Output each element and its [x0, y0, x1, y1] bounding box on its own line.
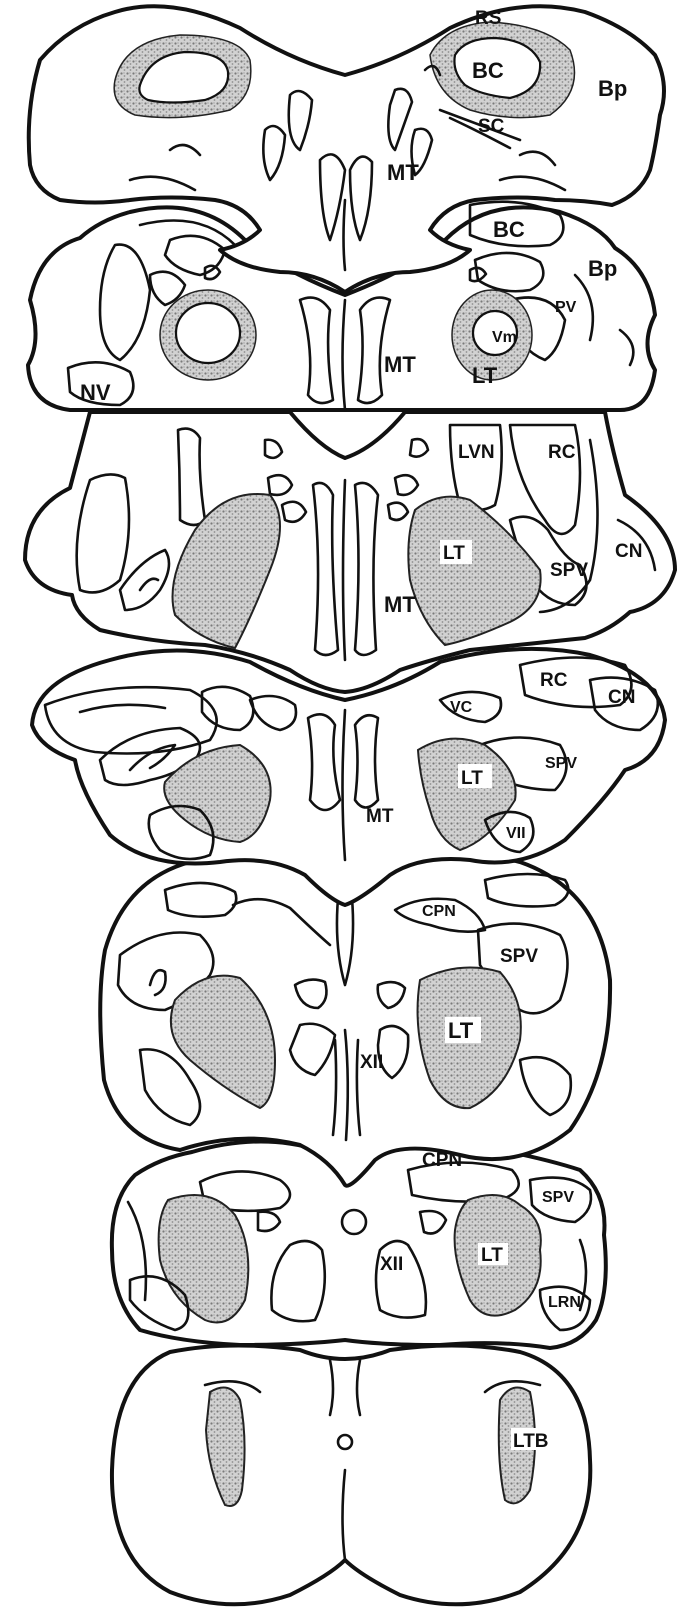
- svg-text:VII: VII: [506, 825, 526, 842]
- svg-text:BC: BC: [472, 58, 504, 83]
- label-cn-4: CN: [608, 687, 635, 708]
- svg-text:LT: LT: [448, 1018, 474, 1043]
- svg-text:MT: MT: [366, 806, 394, 827]
- svg-text:VC: VC: [450, 699, 473, 716]
- svg-text:CPN: CPN: [422, 903, 456, 920]
- svg-text:PV: PV: [555, 299, 577, 316]
- svg-text:SPV: SPV: [550, 560, 588, 581]
- label-mt-4: MT: [366, 806, 394, 827]
- label-xii-6: XII: [380, 1254, 403, 1275]
- label-lt-6: LT: [478, 1243, 508, 1266]
- svg-text:LT: LT: [461, 768, 483, 789]
- section-spinal-cord: LTB: [112, 1345, 590, 1604]
- label-sc: SC: [478, 116, 505, 137]
- label-ltb: LTB: [511, 1428, 553, 1452]
- label-spv-4: SPV: [545, 755, 577, 772]
- svg-text:LT: LT: [481, 1245, 503, 1266]
- label-spv-5: SPV: [500, 946, 538, 967]
- label-bp-2: Bp: [588, 256, 617, 281]
- label-mt-1: MT: [387, 160, 419, 185]
- svg-text:MT: MT: [384, 592, 416, 617]
- svg-text:Bp: Bp: [598, 76, 627, 101]
- svg-text:LTB: LTB: [513, 1431, 549, 1452]
- svg-text:RC: RC: [540, 670, 568, 691]
- label-lt-4: LT: [458, 764, 492, 789]
- svg-text:XII: XII: [360, 1052, 383, 1073]
- svg-text:RC: RC: [548, 442, 576, 463]
- svg-text:SPV: SPV: [542, 1189, 574, 1206]
- svg-text:RS: RS: [475, 8, 501, 29]
- label-pv: PV: [555, 299, 577, 316]
- svg-text:SPV: SPV: [500, 946, 538, 967]
- section-medulla: CPN SPV LT XII: [100, 853, 610, 1185]
- svg-text:SC: SC: [478, 116, 505, 137]
- label-cpn-5: CPN: [422, 903, 456, 920]
- label-vm: Vm: [492, 329, 517, 346]
- svg-text:LRN: LRN: [548, 1294, 581, 1311]
- label-spv-6: SPV: [542, 1189, 574, 1206]
- svg-text:BC: BC: [493, 217, 525, 242]
- svg-text:SPV: SPV: [545, 755, 577, 772]
- label-lt-2: LT: [472, 363, 498, 388]
- label-rc-3: RC: [548, 442, 576, 463]
- label-lrn: LRN: [548, 1294, 581, 1311]
- label-mt-2: MT: [384, 352, 416, 377]
- label-bc-2: BC: [493, 217, 525, 242]
- label-vc: VC: [450, 699, 473, 716]
- label-cn-3: CN: [615, 541, 642, 562]
- svg-text:MT: MT: [384, 352, 416, 377]
- svg-text:NV: NV: [80, 380, 111, 405]
- label-vii: VII: [506, 825, 526, 842]
- label-mt-3: MT: [384, 592, 416, 617]
- svg-text:Bp: Bp: [588, 256, 617, 281]
- svg-text:CN: CN: [615, 541, 642, 562]
- svg-text:LT: LT: [443, 543, 465, 564]
- label-nv: NV: [80, 380, 111, 405]
- svg-text:XII: XII: [380, 1254, 403, 1275]
- section-pontomedullary: LVN RC CN LT SPV MT: [25, 412, 675, 692]
- label-lvn: LVN: [458, 442, 495, 463]
- svg-text:LT: LT: [472, 363, 498, 388]
- svg-text:Vm: Vm: [492, 329, 517, 346]
- label-spv-3: SPV: [550, 560, 588, 581]
- label-rc-4: RC: [540, 670, 568, 691]
- label-lt-3: LT: [440, 540, 472, 564]
- label-lt-5: LT: [445, 1017, 481, 1043]
- svg-text:LVN: LVN: [458, 442, 495, 463]
- label-bc-top: BC: [472, 58, 504, 83]
- label-xii-5: XII: [360, 1052, 383, 1073]
- svg-text:CN: CN: [608, 687, 635, 708]
- trigeminal-ring-left: [160, 290, 256, 380]
- svg-text:MT: MT: [387, 160, 419, 185]
- label-rs: RS: [475, 8, 501, 29]
- label-bp-top: Bp: [598, 76, 627, 101]
